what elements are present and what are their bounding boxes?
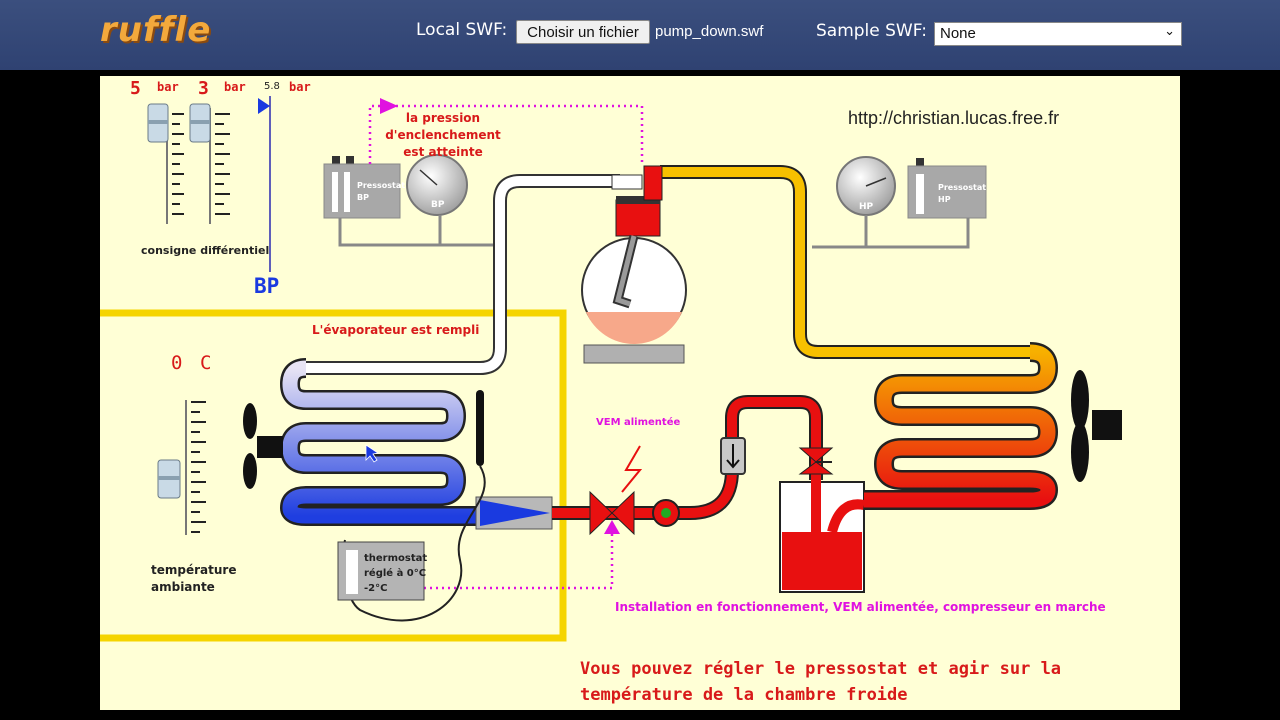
temperature-slider <box>157 400 206 535</box>
refrigeration-diagram <box>100 96 1122 642</box>
scale-unit-5: bar <box>157 80 179 94</box>
selected-file-name: pump_down.swf <box>655 23 764 40</box>
temperature-caption: température ambiante <box>151 563 237 594</box>
status-line: Installation en fonctionnement, VEM alim… <box>615 600 1106 614</box>
ruffle-logo: ruffle <box>100 10 212 50</box>
pressostat-hp-label: Pressostat HP <box>938 183 987 204</box>
chevron-down-icon: ⌄ <box>1164 23 1175 38</box>
evaporator-status: L'évaporateur est rempli <box>312 323 480 337</box>
pressostat-bp <box>323 154 495 247</box>
vem-label: VEM alimentée <box>596 417 681 428</box>
thermostat <box>337 465 486 622</box>
scale-unit-3: bar <box>224 80 246 94</box>
liquid-receiver <box>779 480 866 593</box>
compressor <box>581 165 687 364</box>
temperature-value: 0 <box>171 352 183 374</box>
scale-value-58: 5.8 <box>264 81 280 92</box>
evaporator-fan <box>243 403 283 489</box>
bp-label: BP <box>254 274 280 298</box>
signal-lines <box>368 104 644 590</box>
sample-swf-select[interactable]: None ⌄ <box>934 22 1182 46</box>
gauge-hp-label: HP <box>859 202 874 212</box>
vem-valve <box>589 445 643 536</box>
temperature-unit: C <box>200 352 212 374</box>
condenser-fan <box>1071 370 1122 482</box>
pressostat-bp-label: Pressostat BP <box>357 181 406 202</box>
mouse-cursor-icon <box>365 444 380 463</box>
sample-swf-selected: None <box>940 25 976 42</box>
gauge-bp-label: BP <box>431 200 445 210</box>
receiver-valve <box>798 447 834 475</box>
distributor <box>475 496 553 530</box>
local-swf-label: Local SWF: <box>416 20 508 40</box>
scale-value-3: 3 <box>198 78 209 99</box>
pressure-note: la pression d'enclenchement est atteinte <box>385 111 501 159</box>
instructions: Vous pouvez régler le pressostat et agir… <box>580 659 1062 705</box>
website-url: http://christian.lucas.free.fr <box>848 108 1060 128</box>
bp-setpoint-marker <box>258 98 270 114</box>
sample-swf-label: Sample SWF: <box>816 21 927 41</box>
flash-stage[interactable]: 5 bar 3 bar 5.8 bar consigne différentie… <box>100 76 1180 710</box>
pressostat-hp <box>812 156 987 249</box>
thermostat-label: thermostat réglé à 0°C -2°C <box>364 553 428 594</box>
evaporator-coil <box>279 358 480 526</box>
filter-drier <box>720 437 746 475</box>
scale-unit-58: bar <box>289 80 311 94</box>
choose-file-button[interactable]: Choisir un fichier <box>516 20 650 44</box>
cold-room-wall <box>100 309 567 642</box>
differential-caption: consigne différentiel <box>141 244 270 257</box>
scale-value-5: 5 <box>130 78 141 99</box>
differential-scale <box>147 96 271 272</box>
ruffle-toolbar: ruffle Local SWF: Choisir un fichier pum… <box>0 0 1280 70</box>
condenser-coil <box>864 342 1059 510</box>
